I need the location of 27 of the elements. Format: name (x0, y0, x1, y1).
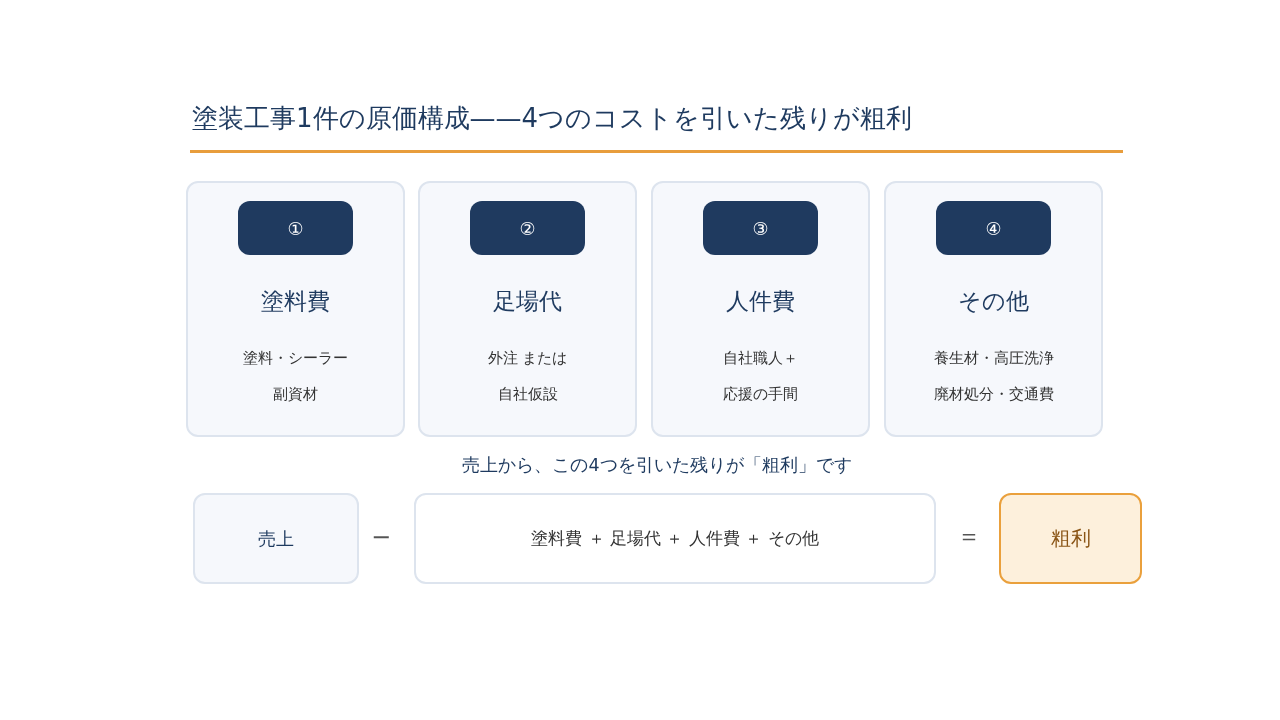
cost-card (186, 181, 405, 437)
cost-heading: 塗料費 (261, 287, 330, 316)
explanation-text: 売上から、この4つを引いた残りが「粗利」です (462, 454, 852, 476)
gross-profit-box: 粗利 (999, 493, 1142, 584)
diagram-title: 塗装工事1件の原価構成——4つのコストを引いた残りが粗利 (192, 102, 913, 135)
cost-heading: 人件費 (726, 287, 795, 316)
cost-detail: 外注 または (487, 348, 568, 368)
cost-detail: 廃材処分・交通費 (933, 384, 1054, 404)
cost-detail: 副資材 (273, 384, 318, 404)
number-badge: ④ (936, 201, 1051, 255)
number-badge: ③ (703, 201, 818, 255)
cost-card (418, 181, 637, 437)
cost-formula-box: 塗料費 ＋ 足場代 ＋ 人件費 ＋ その他 (414, 493, 936, 584)
cost-heading: その他 (958, 287, 1029, 316)
cost-detail: 養生材・高圧洗浄 (933, 348, 1054, 368)
cost-detail: 塗料・シーラー (243, 348, 348, 368)
cost-heading: 足場代 (493, 287, 562, 316)
cost-detail: 自社仮設 (497, 384, 558, 404)
cost-detail: 応援の手間 (723, 384, 798, 404)
equals-sign: ＝ (957, 521, 981, 551)
cost-card (884, 181, 1103, 437)
minus-sign: − (370, 522, 392, 552)
number-badge: ① (238, 201, 353, 255)
number-badge: ② (470, 201, 585, 255)
cost-card (651, 181, 870, 437)
sales-box: 売上 (193, 493, 359, 584)
cost-detail: 自社職人＋ (723, 348, 798, 368)
